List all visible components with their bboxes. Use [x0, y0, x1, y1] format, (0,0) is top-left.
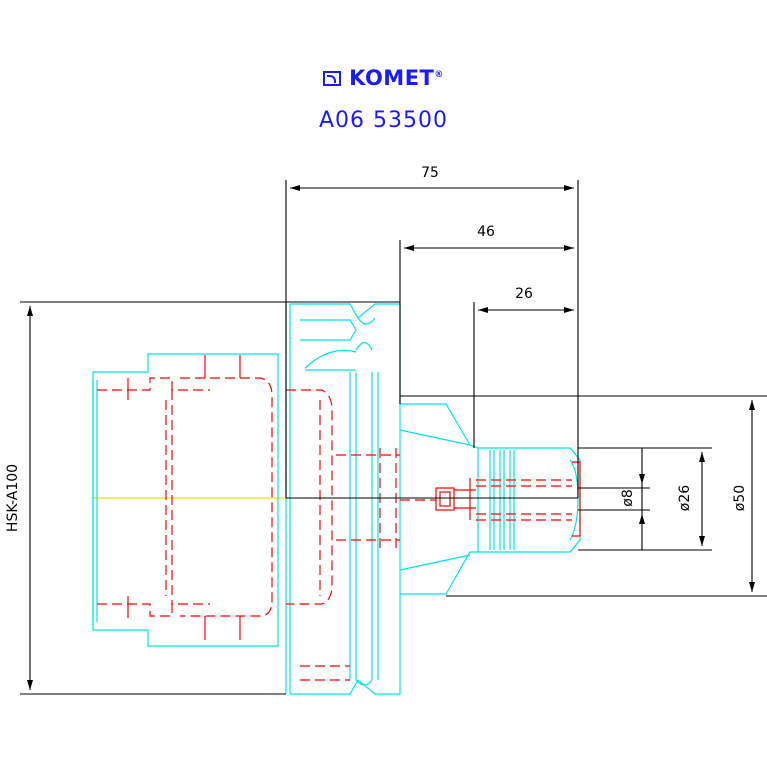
dim-dia8-label: ø8 [620, 489, 636, 506]
article-number: A06 53500 [318, 108, 449, 133]
dim-hsk-label: HSK-A100 [5, 464, 21, 532]
hidden-lines [97, 377, 572, 681]
dim-75-label: 75 [421, 165, 439, 181]
dim-dia50-label: ø50 [732, 485, 748, 511]
dim-26-label: 26 [515, 286, 533, 302]
dim-dia26-label: ø26 [677, 485, 693, 511]
dim-46-label: 46 [477, 224, 495, 240]
dimension-lines [20, 180, 767, 695]
hidden-solid-marks [127, 355, 581, 640]
komet-logo-icon [323, 71, 342, 86]
brand-registered-mark: ® [434, 70, 444, 80]
komet-logo: KOMET® [0, 66, 767, 90]
brand-name: KOMET [349, 66, 435, 90]
